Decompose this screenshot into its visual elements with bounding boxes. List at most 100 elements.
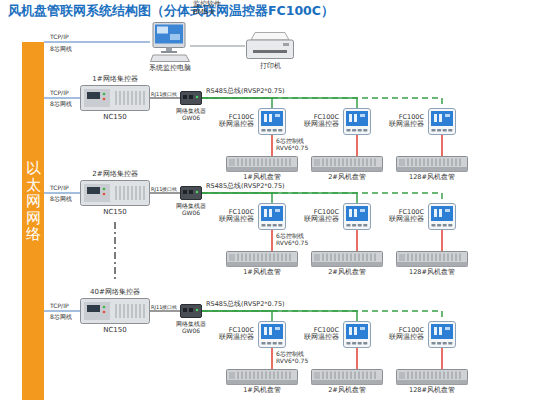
thermostat-button <box>278 224 282 227</box>
cable-connector <box>202 311 357 321</box>
thermostat-button <box>352 224 356 227</box>
thermostat-button <box>443 224 447 227</box>
grille-line <box>460 159 461 167</box>
grille-line <box>258 159 259 167</box>
vent-line <box>123 186 124 200</box>
grille-line <box>262 372 263 380</box>
thermostat-button <box>432 224 436 227</box>
fan-coil-base <box>227 380 298 385</box>
grille-line <box>440 372 441 380</box>
cable-connector <box>356 348 358 369</box>
grille-line <box>335 254 336 262</box>
monitor-frame <box>153 23 185 48</box>
grille-line <box>420 254 421 262</box>
grille-line <box>408 254 409 262</box>
grille-line <box>375 254 376 262</box>
grille-line <box>367 254 368 262</box>
device-drawing <box>343 108 371 135</box>
screen-digit <box>349 327 352 335</box>
grille-line <box>270 254 271 262</box>
thermostat-button <box>262 342 266 345</box>
grille-line <box>424 372 425 380</box>
hub-body <box>181 92 202 105</box>
grille-line <box>258 254 259 262</box>
fan-coil-unit: 2#风机盘管 <box>311 369 383 385</box>
grille-line <box>428 372 429 380</box>
device-drawing <box>180 91 202 105</box>
cable-connector <box>202 193 357 203</box>
screen-digit <box>439 327 442 335</box>
device-label: FC100C 联网温控器 <box>389 209 424 225</box>
network-hub: 网络集线器 GW06 <box>180 186 202 200</box>
cable-connector <box>271 135 273 156</box>
grille-line <box>359 254 360 262</box>
device-label: 1#风机盘管 <box>243 387 281 395</box>
vent-line <box>127 186 128 200</box>
grille-line <box>270 159 271 167</box>
screen-window <box>170 34 180 40</box>
device-label: 40#网络集控器 <box>90 288 140 296</box>
hub-port <box>183 190 187 194</box>
thermostat-screen <box>346 324 368 339</box>
grille-line <box>412 254 413 262</box>
grille-line <box>254 372 255 380</box>
grille-line <box>290 254 291 262</box>
screen-digit <box>434 327 437 335</box>
grille-line <box>327 159 328 167</box>
thermostat-button <box>432 129 436 132</box>
fan-coil-base <box>227 262 298 267</box>
device-label: FC100C 联网温控器 <box>304 327 339 343</box>
vent-line <box>115 186 116 200</box>
device-drawing <box>428 203 456 230</box>
thermostat-button <box>278 342 282 345</box>
fan-coil-base <box>312 262 383 267</box>
thermostat-button <box>347 224 351 227</box>
hub-body <box>181 187 202 200</box>
fan-coil-pipe-box <box>314 254 320 261</box>
controller-body <box>81 181 150 206</box>
controller-display <box>87 92 100 99</box>
screen-icon <box>360 327 365 330</box>
grille-line <box>363 254 364 262</box>
cable-connector <box>441 135 443 156</box>
thermostat: FC100C 联网温控器 <box>258 203 286 230</box>
status-led <box>103 306 106 309</box>
thermostat-screen <box>261 111 283 126</box>
vent-line <box>127 91 128 105</box>
fan-coil-body <box>397 252 468 267</box>
controller-display <box>87 305 100 312</box>
wire-label: TCP/IP <box>50 184 69 191</box>
thermostat-button <box>278 129 282 132</box>
device-label: 网络集线器 GW06 <box>176 320 206 334</box>
wire-label: TCP/IP <box>50 89 69 96</box>
device-drawing <box>245 32 295 60</box>
grille-line <box>335 372 336 380</box>
cable-connector <box>271 230 273 251</box>
grille-line <box>258 372 259 380</box>
device-drawing <box>226 156 298 172</box>
grille-line <box>444 372 445 380</box>
device-drawing <box>80 85 150 111</box>
screen-digit <box>349 114 352 122</box>
thermostat-button <box>358 129 362 132</box>
grille-line <box>262 159 263 167</box>
grille-line <box>266 159 267 167</box>
device-label: FC100C 联网温控器 <box>219 114 254 130</box>
thermostat-button <box>443 129 447 132</box>
device-label: FC100C 联网温控器 <box>219 209 254 225</box>
controller-display <box>87 187 100 194</box>
device-drawing <box>80 180 150 206</box>
device-label: 1#网络集控器 <box>92 75 137 83</box>
fan-coil-unit: 1#风机盘管 <box>226 369 298 385</box>
thermostat-body <box>259 204 286 230</box>
device-drawing <box>258 203 286 230</box>
cable-connector <box>202 98 272 108</box>
grille-line <box>254 254 255 262</box>
grille-line <box>412 159 413 167</box>
device-label: FC100C 联网温控器 <box>389 327 424 343</box>
thermostat-button <box>352 342 356 345</box>
grille-line <box>416 159 417 167</box>
screen-digit <box>439 114 442 122</box>
fan-coil-pipe-box <box>399 159 405 166</box>
grille-line <box>359 159 360 167</box>
